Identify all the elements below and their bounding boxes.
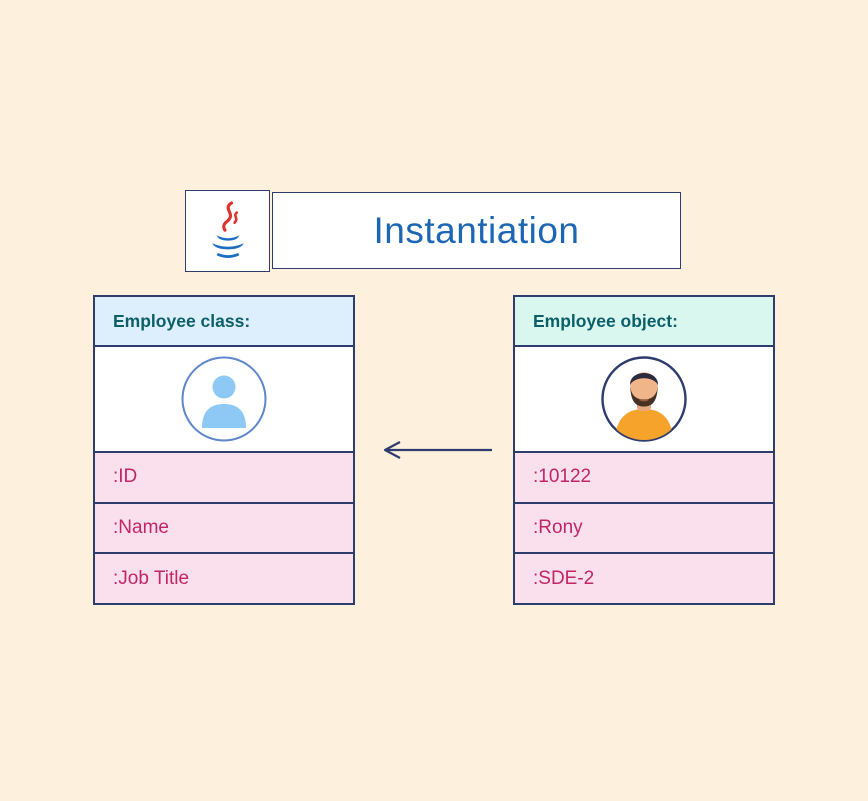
class-row-id-label: :ID <box>113 466 138 488</box>
title-box: Instantiation <box>272 192 681 269</box>
class-row-name: :Name <box>95 503 353 555</box>
class-row-jobtitle: :Job Title <box>95 554 353 604</box>
object-avatar-section <box>515 347 773 453</box>
object-row-name-value: :Rony <box>533 517 583 538</box>
instantiation-arrow <box>383 441 492 459</box>
class-card-header: Employee class: <box>95 297 353 347</box>
diagram-title: Instantiation <box>373 209 580 251</box>
object-card-header: Employee object: <box>515 297 773 347</box>
java-logo-box <box>185 190 270 272</box>
class-avatar-section <box>95 347 353 453</box>
man-avatar-icon <box>601 356 687 442</box>
object-row-id: :10122 <box>515 453 773 504</box>
employee-object-card: Employee object: <box>513 295 775 605</box>
object-row-jobtitle: :SDE-2 <box>515 554 773 604</box>
object-card-title: Employee object: <box>533 310 678 331</box>
class-card-title: Employee class: <box>113 310 251 331</box>
class-row-id: :ID <box>95 453 353 504</box>
employee-class-card: Employee class: :ID :Name :Job Title <box>93 295 355 605</box>
class-row-jobtitle-label: :Job Title <box>113 567 190 589</box>
object-row-name: :Rony <box>515 503 773 555</box>
java-logo-icon <box>211 201 244 258</box>
class-row-name-label: :Name <box>113 517 169 538</box>
object-row-jobtitle-value: :SDE-2 <box>533 567 595 589</box>
generic-user-icon <box>181 356 267 442</box>
object-row-id-value: :10122 <box>533 466 592 488</box>
